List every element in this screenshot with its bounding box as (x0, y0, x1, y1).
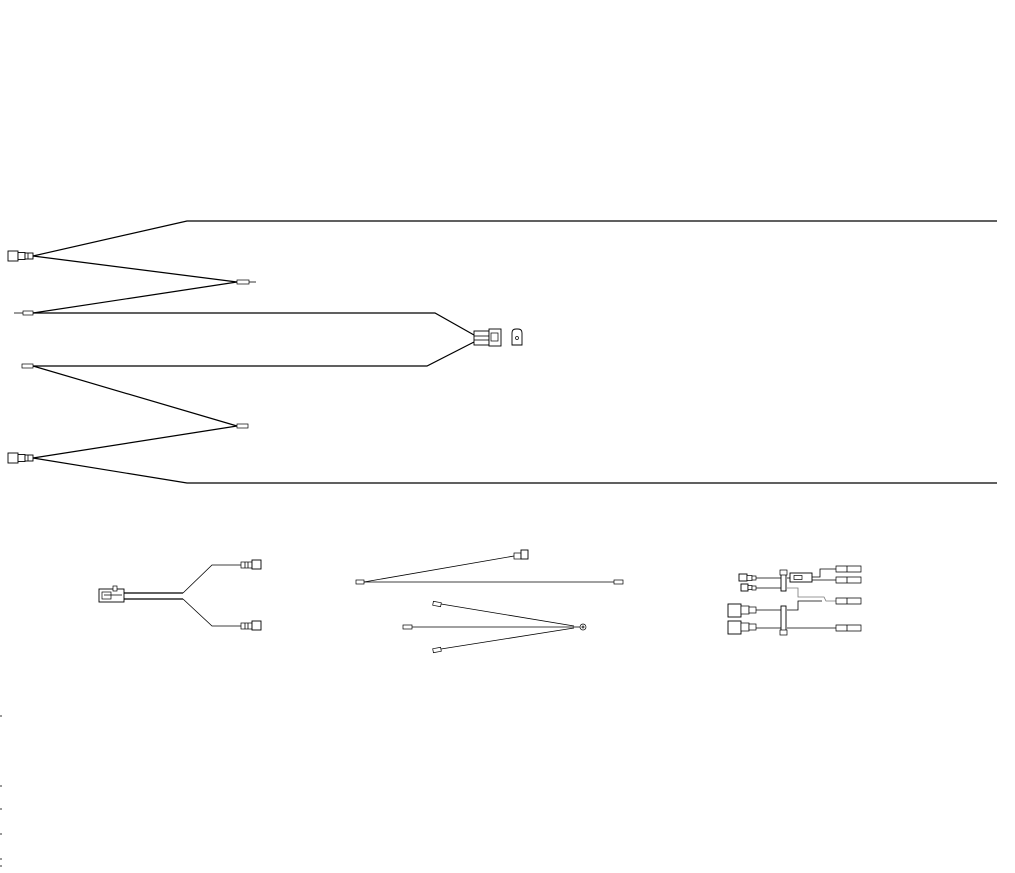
left-terminal-upper (14, 310, 34, 316)
ground-terminal-upper (432, 600, 442, 608)
lower-branch-return-wire (32, 425, 238, 459)
spade-terminal-2 (835, 576, 862, 584)
switch-connector-3 (727, 603, 757, 618)
ground-terminal-middle (402, 624, 413, 630)
mid-terminal-upper (236, 279, 256, 285)
splice-clip-top (779, 569, 788, 576)
spade-terminal-4 (835, 624, 862, 632)
jumper-left-terminal (355, 579, 365, 585)
main-harness (7, 220, 997, 484)
central-lower-wire (33, 341, 475, 367)
y-split-lower-connector (240, 620, 262, 631)
y-split-upper-connector (240, 559, 262, 570)
ground-wire-lower (440, 627, 575, 650)
jumper-right-terminal (613, 579, 624, 585)
spade-terminal-3 (835, 597, 862, 605)
switch-connector-1 (738, 573, 757, 582)
y-split-harness (98, 559, 262, 631)
y-split-lower-branch (182, 598, 241, 627)
splice-bar-lower (780, 605, 787, 633)
ground-terminal-lower (432, 646, 442, 654)
lower-trunk-wire (32, 457, 997, 484)
central-multipin-connector (473, 328, 502, 347)
jumper-diagonal-wire (363, 555, 515, 583)
ground-ring-terminal (574, 623, 587, 631)
inline-fuse-block (789, 572, 813, 583)
edge-tick-marks (0, 715, 2, 867)
upper-branch-return-wire (32, 281, 238, 314)
switch-harness (727, 565, 862, 636)
central-upper-wire (33, 312, 475, 336)
lower-left-connector (7, 452, 34, 464)
upper-left-connector (7, 250, 34, 262)
mating-connector-cap (511, 328, 523, 346)
splice-clip-bottom (779, 629, 788, 636)
switch-wire-7-grey (787, 587, 836, 602)
spade-terminal-1 (835, 565, 862, 573)
upper-trunk-wire (32, 220, 997, 257)
mid-terminal-lower (236, 423, 249, 429)
switch-connector-4 (727, 620, 757, 635)
jumper-bullet-connector (513, 549, 529, 560)
y-split-upper-branch (182, 564, 241, 594)
lower-branch-wire (32, 365, 238, 427)
jumper-wires (355, 549, 624, 654)
left-terminal-lower (21, 363, 34, 369)
ground-wire-upper (440, 603, 575, 627)
switch-connector-2 (740, 583, 757, 592)
upper-branch-wire (32, 255, 238, 283)
switch-wire-8 (787, 600, 822, 611)
y-split-source-connector (98, 585, 125, 603)
